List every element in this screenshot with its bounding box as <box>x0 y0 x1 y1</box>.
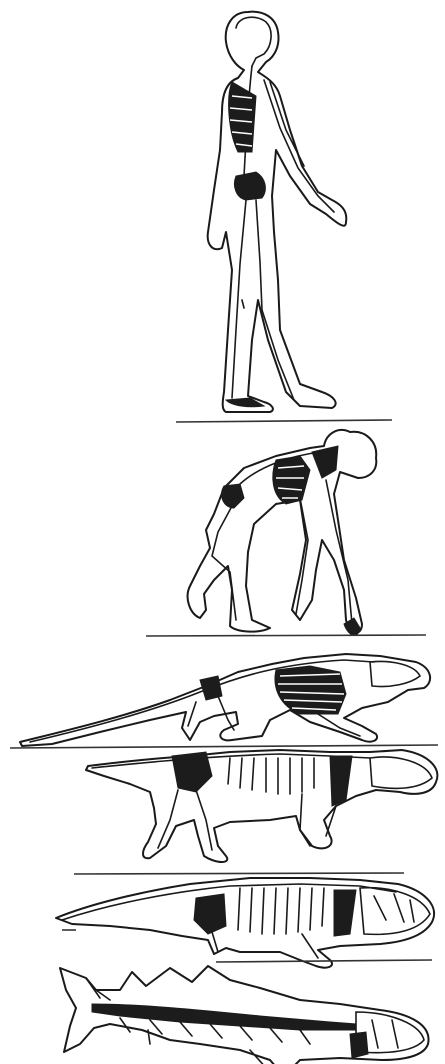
early-mammal-figure <box>20 654 430 746</box>
ground-line-4 <box>74 873 404 874</box>
ground-line-3 <box>10 745 438 748</box>
early-tetrapod-figure <box>56 878 434 968</box>
lobe-finned-fish-figure <box>60 966 429 1064</box>
ground-line-5 <box>216 960 432 962</box>
human-figure <box>208 12 347 412</box>
ground-line-2 <box>146 635 426 636</box>
ground-line-1 <box>176 420 392 422</box>
synapsid-reptile-figure <box>86 750 437 862</box>
ape-figure <box>188 430 377 635</box>
